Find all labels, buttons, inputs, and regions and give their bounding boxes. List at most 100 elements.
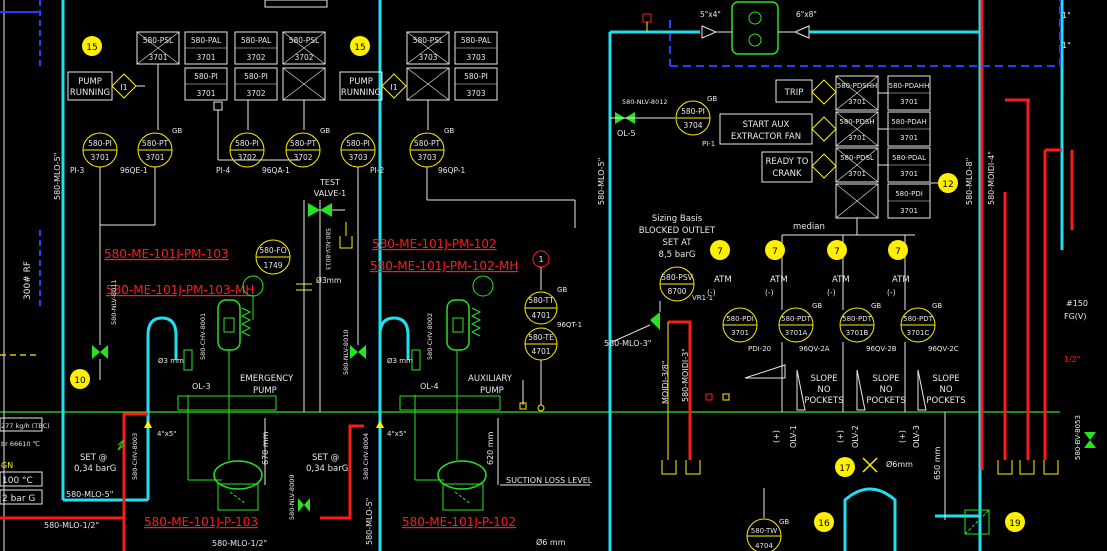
svg-text:3703: 3703 bbox=[466, 89, 485, 98]
svg-text:SET @: SET @ bbox=[80, 453, 107, 463]
switch-pal-3703: 580-PAL 3703 bbox=[454, 31, 498, 65]
switch-psl-3702: 580-PSL 3702 bbox=[282, 31, 326, 65]
svg-text:PI-4: PI-4 bbox=[216, 166, 230, 175]
svg-text:580-PI: 580-PI bbox=[235, 139, 259, 148]
svg-text:Ø3mm: Ø3mm bbox=[316, 276, 341, 285]
svg-text:START AUX: START AUX bbox=[743, 120, 790, 130]
svg-text:8,5 barG: 8,5 barG bbox=[659, 250, 696, 260]
svg-text:96QE-1: 96QE-1 bbox=[120, 166, 148, 175]
svg-text:7: 7 bbox=[772, 247, 778, 257]
svg-text:580-MLO-5": 580-MLO-5" bbox=[597, 158, 606, 205]
far-right-drains: 1" 1" #150 FG(V) 1/2" 580-BV-8053 bbox=[997, 11, 1096, 475]
svg-text:GB: GB bbox=[707, 95, 717, 103]
svg-text:580-MLO-8": 580-MLO-8" bbox=[965, 158, 974, 205]
inst-pi-3704: 580-PI 3704 PI-1 GB bbox=[675, 95, 717, 148]
dp-switch-stack: 580-PDSHH 3701 580-PDAHH 3701 580-PDSH 3… bbox=[835, 75, 931, 219]
svg-text:6"x8": 6"x8" bbox=[796, 10, 817, 19]
svg-text:580-PI: 580-PI bbox=[681, 107, 705, 116]
duplex-filter bbox=[731, 1, 779, 55]
hot-oil-lines bbox=[0, 0, 1074, 551]
trip-box bbox=[775, 79, 813, 103]
callout-15-a bbox=[82, 36, 102, 56]
svg-text:580-NLV-8011: 580-NLV-8011 bbox=[110, 280, 118, 325]
svg-text:580-PDI: 580-PDI bbox=[726, 315, 754, 323]
svg-text:3701: 3701 bbox=[196, 89, 215, 98]
callout-17 bbox=[835, 457, 855, 477]
svg-text:580-PDAH: 580-PDAH bbox=[891, 118, 926, 126]
svg-text:4704: 4704 bbox=[755, 542, 773, 550]
svg-text:3703: 3703 bbox=[348, 153, 367, 162]
svg-text:580-CHV-8003: 580-CHV-8003 bbox=[131, 433, 139, 480]
svg-text:580-PSL: 580-PSL bbox=[143, 36, 174, 45]
svg-text:3702: 3702 bbox=[246, 53, 265, 62]
svg-text:580-PAL: 580-PAL bbox=[241, 36, 272, 45]
svg-text:PI-1: PI-1 bbox=[702, 140, 715, 148]
svg-text:SLOPE: SLOPE bbox=[872, 374, 899, 384]
signal-lines-blue bbox=[669, 0, 1061, 67]
svg-text:580-MLO-1/2": 580-MLO-1/2" bbox=[212, 539, 267, 548]
ref-p-102: 580-ME-101J-P-102 bbox=[402, 515, 516, 529]
svg-text:(+): (+) bbox=[836, 430, 845, 443]
svg-text:Ø6mm: Ø6mm bbox=[886, 459, 913, 469]
svg-text:VR1-1: VR1-1 bbox=[692, 294, 713, 302]
svg-text:POCKETS: POCKETS bbox=[866, 396, 905, 406]
svg-text:580-PSV: 580-PSV bbox=[661, 273, 693, 282]
interlock-diamond-a bbox=[111, 73, 137, 99]
suction-loss-level: SUCTION LOSS LEVEL bbox=[506, 476, 593, 485]
svg-text:580-NLV-8013: 580-NLV-8013 bbox=[324, 228, 331, 270]
svg-text:#150: #150 bbox=[1066, 299, 1088, 308]
svg-text:(-): (-) bbox=[827, 288, 836, 297]
svg-text:3701: 3701 bbox=[900, 134, 918, 142]
svg-text:4"x5": 4"x5" bbox=[387, 430, 407, 438]
svg-text:PUMP: PUMP bbox=[480, 386, 504, 396]
svg-text:3701: 3701 bbox=[900, 98, 918, 106]
svg-text:3701C: 3701C bbox=[907, 329, 930, 337]
svg-text:GB: GB bbox=[871, 302, 881, 310]
svg-text:3703: 3703 bbox=[466, 53, 485, 62]
svg-text:GB: GB bbox=[557, 286, 567, 294]
svg-text:580-TW: 580-TW bbox=[751, 527, 778, 535]
svg-text:580-PT: 580-PT bbox=[290, 139, 317, 148]
svg-text:580-CHV-8004: 580-CHV-8004 bbox=[362, 433, 370, 480]
svg-text:620 mm: 620 mm bbox=[486, 431, 495, 465]
ref-pm-103: 580-ME-101J-PM-103 bbox=[104, 247, 229, 261]
svg-text:POCKETS: POCKETS bbox=[926, 396, 965, 406]
svg-text:3702: 3702 bbox=[237, 153, 256, 162]
svg-text:PUMP: PUMP bbox=[78, 77, 102, 87]
svg-text:580-PDT: 580-PDT bbox=[842, 315, 872, 323]
svg-text:BLOCKED OUTLET: BLOCKED OUTLET bbox=[639, 226, 716, 236]
svg-text:OLV-2: OLV-2 bbox=[851, 425, 860, 448]
svg-text:580-MLO-5": 580-MLO-5" bbox=[365, 498, 374, 545]
svg-text:PUMP: PUMP bbox=[349, 77, 373, 87]
svg-text:15: 15 bbox=[86, 43, 97, 53]
test-valve: TEST VALVE-1 580-NLV-8013 bbox=[308, 178, 353, 412]
svg-text:GN: GN bbox=[1, 461, 13, 470]
svg-text:0,34 barG: 0,34 barG bbox=[74, 464, 116, 474]
svg-text:Ø6 mm: Ø6 mm bbox=[536, 537, 566, 547]
svg-text:580-CHV-8001: 580-CHV-8001 bbox=[199, 313, 207, 360]
svg-text:MOIDI-3/8": MOIDI-3/8" bbox=[661, 360, 670, 404]
svg-text:277 kg/h (TBC): 277 kg/h (TBC) bbox=[1, 422, 50, 430]
auxiliary-pump: AUXILIARY PUMP 620 mm SUCTION LOSS LEVEL bbox=[399, 275, 593, 511]
svg-text:580-PAL: 580-PAL bbox=[461, 36, 492, 45]
svg-text:SET AT: SET AT bbox=[662, 238, 692, 248]
svg-text:580-CHV-8002: 580-CHV-8002 bbox=[426, 313, 434, 360]
svg-text:580-PI: 580-PI bbox=[346, 139, 370, 148]
inst-pdi-3701: 580-PDI 3701 PDI-20 bbox=[722, 307, 771, 353]
svg-text:580-PDAL: 580-PDAL bbox=[892, 154, 926, 162]
inst-pi-3702: 580-PI 3702 PI-4 bbox=[216, 132, 265, 175]
svg-text:580-TE: 580-TE bbox=[528, 333, 554, 342]
svg-text:4701: 4701 bbox=[531, 311, 550, 320]
flange-rating: 300# RF bbox=[23, 261, 33, 300]
svg-text:580-PDSH: 580-PDSH bbox=[839, 118, 874, 126]
svg-text:5"x4": 5"x4" bbox=[700, 10, 721, 19]
svg-text:4"x5": 4"x5" bbox=[157, 430, 177, 438]
svg-text:96QT-1: 96QT-1 bbox=[557, 321, 582, 329]
svg-text:3702: 3702 bbox=[294, 53, 313, 62]
svg-text:ATM: ATM bbox=[892, 275, 910, 285]
svg-text:670 mm: 670 mm bbox=[261, 431, 270, 465]
svg-text:580-PDI: 580-PDI bbox=[895, 190, 923, 198]
svg-text:12: 12 bbox=[942, 180, 953, 190]
svg-text:7: 7 bbox=[834, 247, 840, 257]
inst-pdt-3701b: 580-PDT 3701B 96QV-2B GB bbox=[839, 302, 897, 353]
